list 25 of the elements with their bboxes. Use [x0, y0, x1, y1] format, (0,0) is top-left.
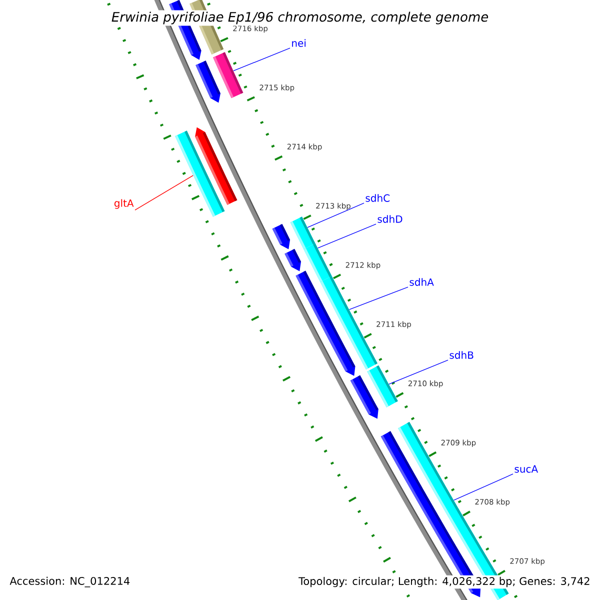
- footer-text: Accession: NC_012214: [8, 575, 132, 589]
- gene-feature: [367, 365, 398, 408]
- gene-feature: [320, 276, 378, 370]
- leader-line: [307, 202, 364, 228]
- gene-feature: [284, 248, 301, 272]
- gene-label: sdhD: [378, 215, 402, 223]
- title: Erwinia pyrifoliae Ep1/96 chromosome, complete genome: [110, 10, 490, 26]
- gene-feature: [175, 130, 225, 217]
- leader-line: [317, 224, 376, 248]
- leader-line: [388, 360, 448, 384]
- gene-feature: [272, 224, 290, 250]
- leader-line: [134, 175, 194, 210]
- gene-label: sdhA: [410, 278, 434, 286]
- leader-line: [233, 48, 290, 72]
- gene-feature: [196, 60, 220, 103]
- gene-feature: [213, 52, 244, 98]
- leader-line: [453, 474, 514, 500]
- gene-label: sdhB: [450, 351, 474, 359]
- gene-feature: [290, 216, 316, 250]
- gene-label: sucA: [514, 465, 538, 473]
- gene-label: nei: [292, 39, 306, 47]
- footer-text: Topology: circular; Length: 4,026,322 bp; Genes: 3,742: [297, 575, 592, 589]
- gene-label: gltA: [114, 199, 134, 209]
- leader-line: [348, 286, 408, 310]
- gene-label: sdhC: [366, 194, 390, 202]
